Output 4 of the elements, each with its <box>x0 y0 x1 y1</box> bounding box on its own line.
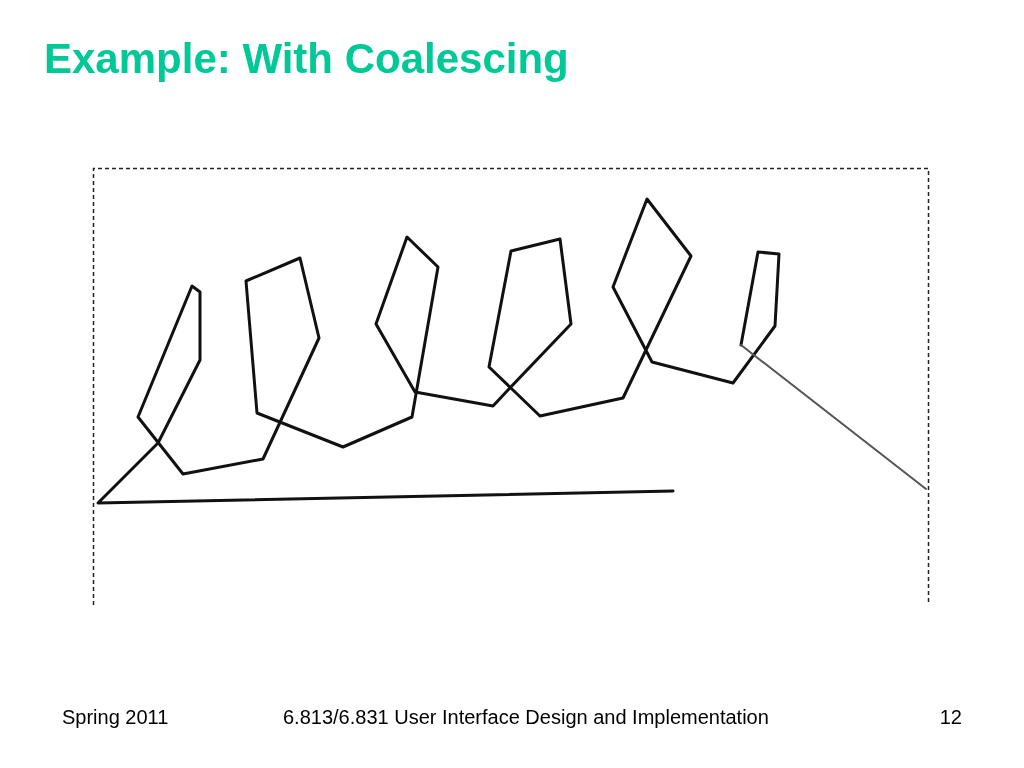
slide-title: Example: With Coalescing <box>44 35 569 83</box>
page-number: 12 <box>939 705 962 729</box>
footer-date: Spring 2011 <box>62 705 169 729</box>
footer-course-title: 6.813/6.831 User Interface Design and Implementation <box>283 705 769 729</box>
